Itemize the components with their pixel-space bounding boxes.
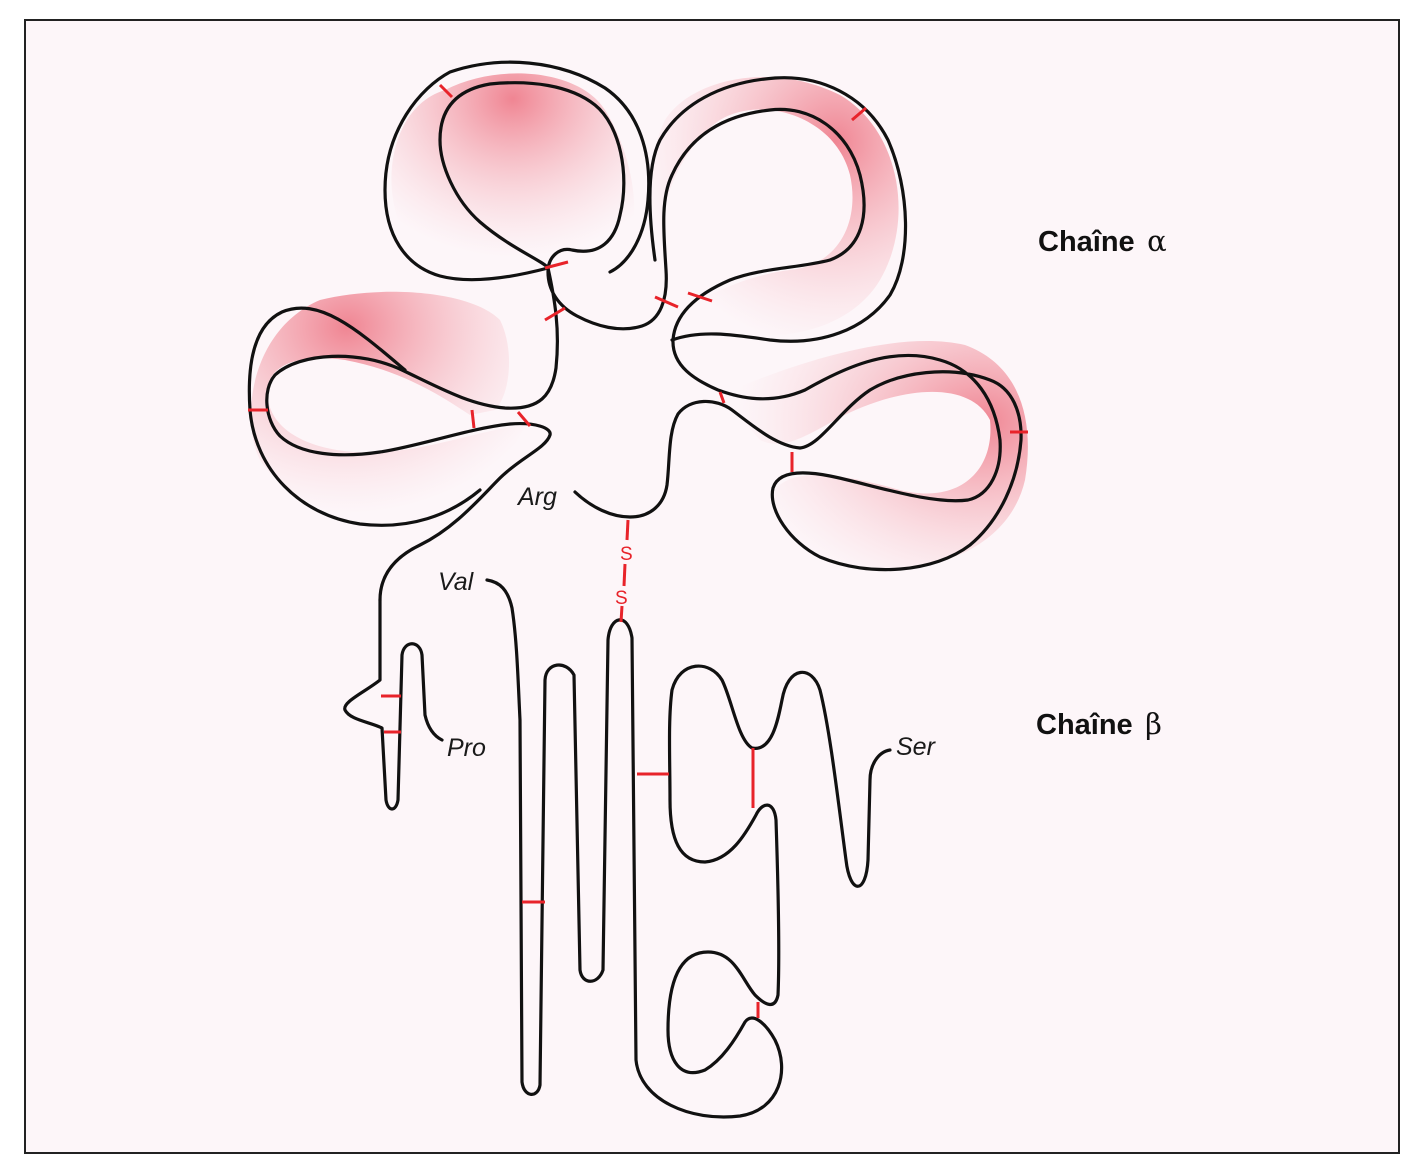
alpha-chain <box>247 60 1023 602</box>
disulfide-bridge <box>470 409 476 429</box>
sulfur-atom-label: S <box>615 588 628 609</box>
interchain-bridge-mid <box>622 563 627 587</box>
ser-residue-label: Ser <box>896 733 937 761</box>
interchain-bridge-lower <box>619 605 624 623</box>
beta-chain <box>343 578 892 1119</box>
disulfide-bridge <box>544 306 566 322</box>
loop-2-shading <box>645 76 899 336</box>
arg-residue-label: Arg <box>516 483 557 511</box>
chain-beta-greek: β <box>1145 707 1162 741</box>
disulfide-bridge <box>516 411 532 427</box>
figure-background <box>24 19 1400 1154</box>
beta-chain-left-arm <box>343 598 444 811</box>
disulfide-bridges <box>248 83 1028 1018</box>
disulfide-bridge <box>687 291 713 303</box>
loop-1-shading <box>391 73 635 285</box>
beta-chain-main <box>485 578 892 1119</box>
chain-alpha-greek: α <box>1147 224 1167 258</box>
chain-beta-label: Chaîne β <box>1036 707 1162 741</box>
chain-beta-title: Chaîne <box>1036 709 1133 741</box>
disulfide-bridge <box>544 260 569 270</box>
alpha-chain-backbone <box>265 81 1023 602</box>
disulfide-bridge <box>654 295 679 309</box>
chain-alpha-label: Chaîne α <box>1038 224 1167 258</box>
chain-alpha-title: Chaîne <box>1038 226 1135 258</box>
alpha-outer-loop-2 <box>648 76 908 343</box>
pro-residue-label: Pro <box>447 734 486 762</box>
disulfide-bridge <box>718 391 726 404</box>
disulfide-bridge <box>438 83 454 99</box>
val-residue-label: Val <box>438 568 475 596</box>
sulfur-atom-label: S <box>620 544 633 565</box>
interchain-bridge-upper <box>625 519 630 541</box>
loop-3-shading <box>720 341 1028 571</box>
alpha-loop-shading <box>250 73 1028 571</box>
disulfide-bridge <box>851 106 867 122</box>
loop-4-shading <box>250 291 525 526</box>
